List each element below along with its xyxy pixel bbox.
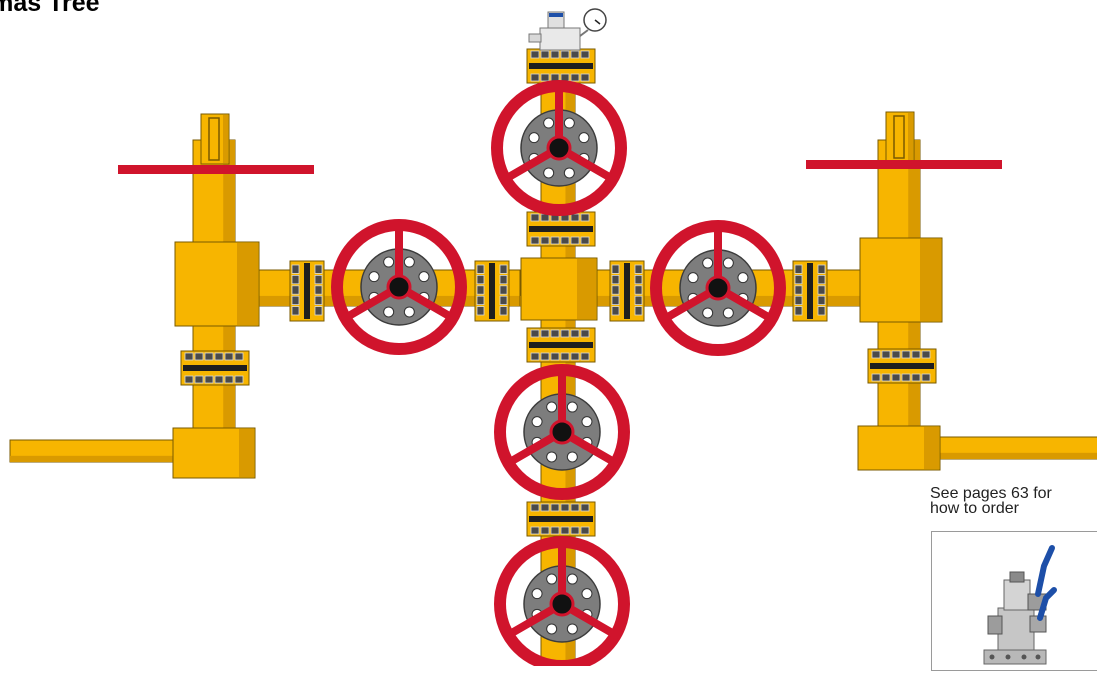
- left-choke-handle-bar: [118, 165, 314, 174]
- upper-flange: [526, 211, 596, 247]
- right-choke-handle-post: [885, 111, 915, 163]
- master-valve-upper: [494, 364, 630, 500]
- bottom-flange: [526, 501, 596, 537]
- left-flow-line: [9, 439, 186, 463]
- pressure-gauge: [528, 8, 607, 51]
- right-flow-line: [931, 436, 1097, 460]
- right-choke-handle-bar: [806, 160, 1002, 169]
- components: [118, 8, 1002, 666]
- left-choke-handle-slot: [208, 117, 220, 161]
- lower-flange: [526, 327, 596, 363]
- order-note-line-2: how to order: [930, 500, 1019, 517]
- manifold-valve-icon: [983, 545, 1057, 665]
- left-choke-body: [174, 241, 260, 327]
- cross-body: [520, 257, 598, 321]
- right-choke-flange: [867, 348, 937, 384]
- left-wing-flange-outer: [289, 260, 325, 322]
- left-wing-valve: [331, 219, 467, 355]
- left-choke-elbow: [172, 427, 256, 479]
- master-valve-lower: [494, 536, 630, 666]
- left-choke-handle-post: [200, 113, 230, 165]
- swab-valve: [491, 80, 627, 216]
- right-choke-handle-slot: [893, 115, 905, 159]
- left-wing-flange-inner: [474, 260, 510, 322]
- right-wing-flange-outer: [792, 260, 828, 322]
- diagram-title: istmas Tree: [0, 0, 100, 17]
- order-note-line-1: See pages 63 for: [930, 485, 1052, 502]
- right-wing-flange-inner: [609, 260, 645, 322]
- right-choke-elbow: [857, 425, 941, 471]
- left-choke-flange: [180, 350, 250, 386]
- manifold-valve-thumbnail: [931, 531, 1097, 671]
- right-choke-body: [859, 237, 943, 323]
- top-flange: [526, 48, 596, 84]
- order-note: See pages 63 for how to order: [930, 485, 1097, 517]
- right-wing-valve: [650, 220, 786, 356]
